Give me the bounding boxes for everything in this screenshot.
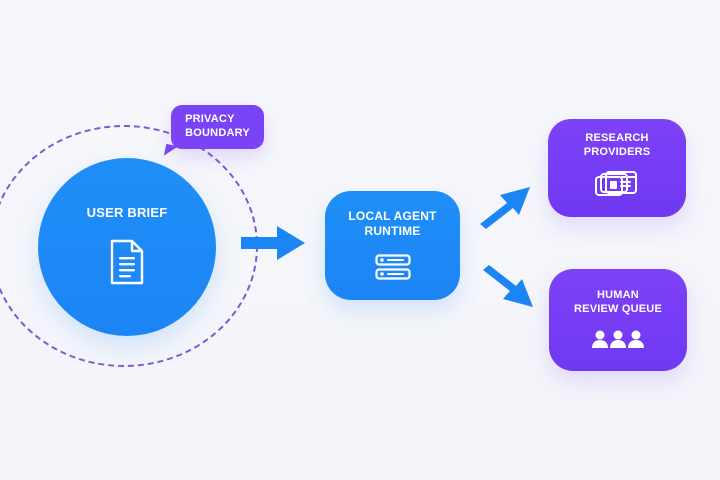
browser-windows-icon (595, 171, 637, 197)
arrow-user-to-runtime (241, 226, 305, 260)
user-brief-label: USER BRIEF (86, 204, 168, 220)
server-icon (374, 254, 411, 280)
document-icon (110, 239, 144, 285)
research-providers-node: RESEARCH PROVIDERS (548, 119, 686, 217)
arrow-runtime-to-review (483, 265, 533, 307)
user-brief-node: USER BRIEF (38, 158, 216, 336)
arrow-runtime-to-research (480, 187, 530, 229)
research-providers-label: RESEARCH PROVIDERS (583, 131, 651, 158)
human-review-queue-label: HUMAN REVIEW QUEUE (574, 288, 662, 315)
privacy-boundary-label: PRIVACY BOUNDARY (185, 113, 250, 139)
human-review-queue-node: HUMAN REVIEW QUEUE (549, 269, 687, 371)
users-icon (592, 330, 644, 349)
local-agent-runtime-label: LOCAL AGENT RUNTIME (348, 209, 437, 238)
local-agent-runtime-node: LOCAL AGENT RUNTIME (325, 191, 460, 300)
privacy-boundary-badge: PRIVACY BOUNDARY (171, 105, 264, 149)
